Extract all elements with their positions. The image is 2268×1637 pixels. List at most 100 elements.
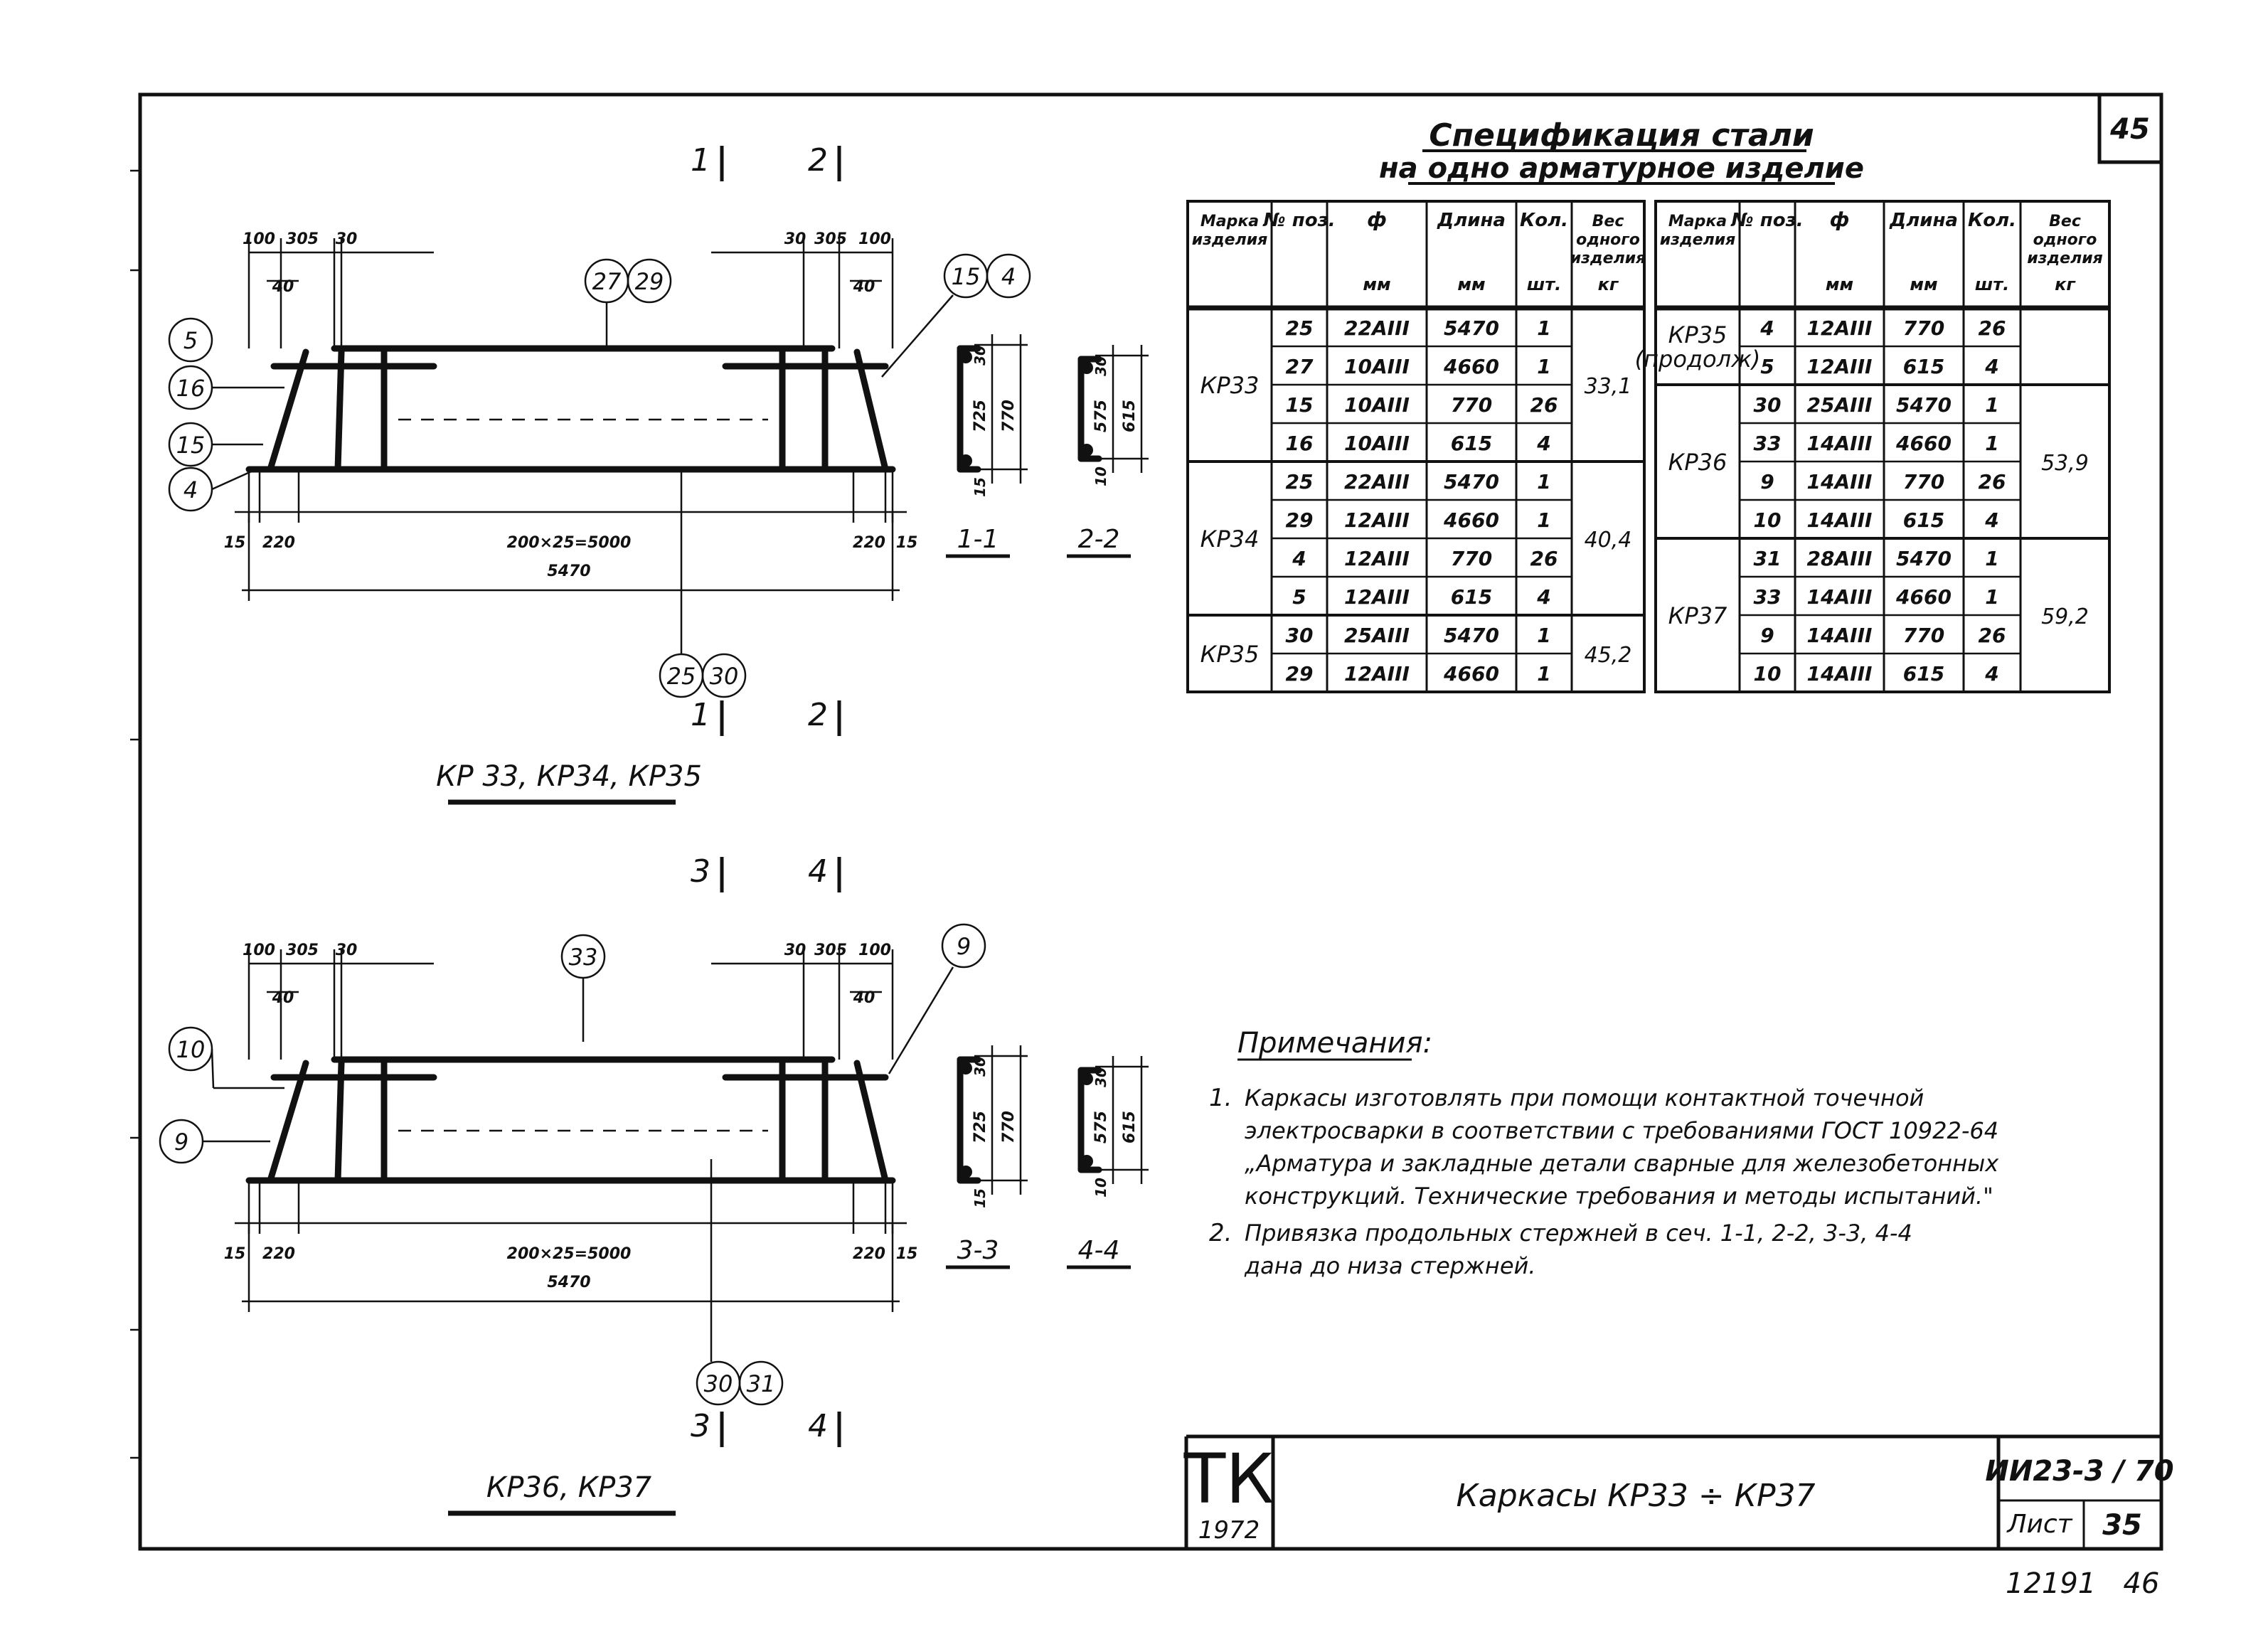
cell: 770 [1903, 470, 1944, 494]
section-mark: 3 [691, 1408, 710, 1444]
dim-top: 100 [858, 942, 891, 959]
cell: 9 [1760, 470, 1774, 494]
section-dim-text: 30 [1092, 356, 1109, 376]
cell: 10AIII [1344, 355, 1410, 378]
overall-dim: 5470 [547, 562, 590, 580]
dim-bottom: 220 [262, 534, 295, 552]
vertical-bar [853, 1060, 889, 1184]
table-header-1: № поз. [1730, 210, 1803, 231]
dim-bottom: 220 [853, 534, 885, 552]
spec-title: Спецификация стали [1429, 117, 1814, 154]
dim-top: 305 [286, 230, 319, 248]
callout-pos-label: 9 [174, 1129, 188, 1156]
dim-top: 30 [784, 942, 806, 959]
mark-cell: КР35 [1668, 321, 1727, 348]
bottom-note: 12191 46 [2006, 1567, 2159, 1600]
note-number: 1. [1209, 1084, 1232, 1112]
table-unit-5: кг [1598, 274, 1619, 294]
note-line: конструкций. Технические требования и ме… [1245, 1183, 1993, 1210]
dim-top: 305 [286, 942, 319, 959]
cell: 5470 [1896, 393, 1952, 417]
callout-pos [941, 923, 986, 969]
dim-bottom: 15 [896, 534, 918, 552]
callout-pos [986, 253, 1031, 299]
notes-list: 1. Каркасы изготовлять при помощи контакт… [1209, 1084, 1999, 1279]
cell: 770 [1451, 547, 1492, 570]
spec-subtitle: на одно арматурное изделие [1379, 152, 1864, 185]
section-label: 3-3 [957, 1236, 999, 1265]
section-dim-text: 15 [971, 1188, 989, 1208]
cell: 5470 [1444, 624, 1499, 647]
note-line: „Арматура и закладные детали сварные для… [1245, 1150, 1999, 1177]
cell: 16 [1286, 432, 1314, 455]
sheet-number-box [2097, 92, 2163, 164]
cell: 4660 [1895, 585, 1952, 609]
cell: 4 [1759, 316, 1774, 340]
cell: 22AIII [1344, 316, 1410, 340]
section-bar-dot [1080, 1155, 1093, 1168]
callout-pos-label: 5 [183, 327, 198, 354]
cell: 25AIII [1807, 393, 1873, 417]
frame-caption: КР36, КР37 [486, 1471, 652, 1504]
callout-pos-label: 31 [747, 1370, 776, 1397]
cell: 4 [1984, 355, 1998, 378]
table-header-2: ф [1830, 208, 1850, 231]
dim-bottom: 220 [853, 1245, 885, 1263]
cell: 1 [1985, 547, 1998, 570]
section-dim-text: 725 [971, 400, 989, 432]
cell: 10 [1754, 662, 1782, 686]
cell: 5470 [1444, 470, 1499, 494]
section-dim-text: 615 [1121, 400, 1139, 432]
callout-pos [701, 653, 747, 698]
vertical-bar [853, 348, 889, 473]
callout-pos-label: 29 [635, 268, 664, 295]
cell: 1 [1985, 393, 1998, 417]
table-border [1654, 200, 2111, 693]
dim-bottom: 220 [262, 1245, 295, 1263]
section-mark: 2 [808, 142, 828, 178]
cell: 26 [1530, 393, 1558, 417]
cell: 1 [1537, 662, 1550, 686]
cell: 14AIII [1807, 624, 1873, 647]
dim-top: 100 [243, 230, 275, 248]
dim-top: 30 [784, 230, 806, 248]
cell: 12AIII [1344, 547, 1410, 570]
cell: 1 [1537, 316, 1550, 340]
section-dim-text: 30 [1092, 1067, 1109, 1087]
dim-top: 100 [858, 230, 891, 248]
cell: 4 [1536, 585, 1550, 609]
mark-cell: КР34 [1200, 526, 1260, 553]
cell: 26 [1979, 316, 2006, 340]
vertical-bar [334, 1060, 345, 1184]
callout-pos [738, 1360, 784, 1406]
cell: 12AIII [1807, 355, 1873, 378]
cell: 4660 [1895, 432, 1952, 455]
cell: 4660 [1443, 662, 1499, 686]
table-header-5: Вес [1592, 213, 1624, 230]
cell: 15 [1286, 393, 1314, 417]
leader [211, 1048, 215, 1089]
cell: 5 [1760, 355, 1774, 378]
cell: 10 [1754, 508, 1782, 532]
weight-cell: 33,1 [1585, 374, 1632, 399]
table-header-4: Кол. [1968, 210, 2016, 231]
section-bar-dot [1080, 444, 1093, 457]
cell: 4 [1984, 508, 1998, 532]
dim-bottom: 15 [224, 534, 246, 552]
dim-top: 30 [336, 942, 358, 959]
cell: 25 [1286, 470, 1314, 494]
callout-pos-label: 30 [710, 663, 739, 690]
cell: 14AIII [1807, 432, 1873, 455]
table-header-5: изделия [2027, 250, 2103, 267]
table-unit-2: мм [1363, 274, 1390, 294]
note-line: Каркасы изготовлять при помощи контактно… [1245, 1084, 1924, 1111]
cell: 25 [1286, 316, 1314, 340]
table-unit-3: мм [1457, 274, 1485, 294]
cell: 30 [1286, 624, 1314, 647]
table-header-3: Длина [1889, 210, 1958, 231]
cell: 33 [1754, 432, 1782, 455]
section-dim-text: 770 [1000, 1111, 1018, 1143]
callout-pos-label: 25 [667, 663, 696, 690]
section-dim-text: 575 [1092, 400, 1110, 432]
